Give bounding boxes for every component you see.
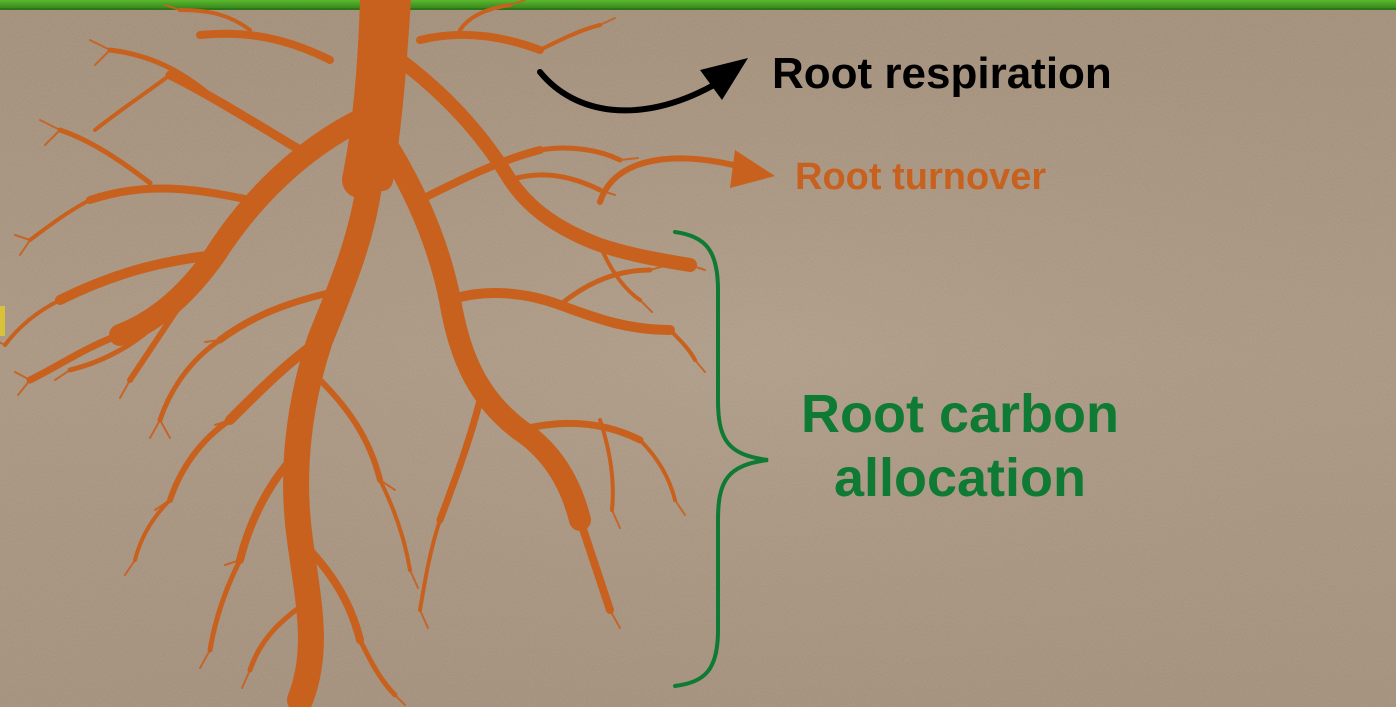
root-carbon-allocation-label: Root carbon allocation — [760, 382, 1160, 510]
root-turnover-label: Root turnover — [795, 154, 1046, 200]
edge-mark — [0, 306, 5, 336]
root-respiration-label: Root respiration — [772, 48, 1112, 100]
